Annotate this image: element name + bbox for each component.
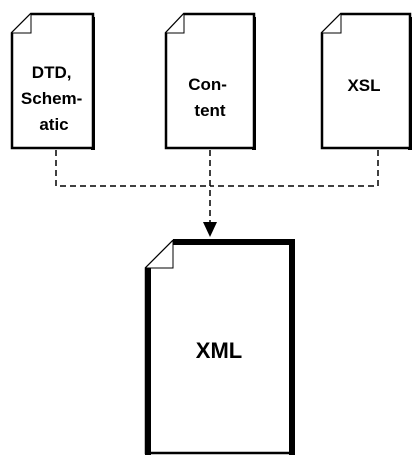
connector-dtd <box>55 150 210 187</box>
document-dtd-label-line-3: atic <box>39 115 68 134</box>
connectors <box>55 150 379 237</box>
document-dtd-schematic: DTD, Schem- atic <box>10 12 95 150</box>
document-dtd-label-line-2: Schem- <box>21 89 82 108</box>
document-dtd-label-line-1: DTD, <box>32 63 72 82</box>
document-xml-shadow-top <box>173 239 295 245</box>
document-xml-shadow-right <box>289 239 295 455</box>
document-xml: XML <box>144 239 295 455</box>
document-content-fold <box>166 14 185 34</box>
document-content-label-line-1: Con- <box>188 75 227 94</box>
arrow-down-icon <box>203 222 217 237</box>
document-xml-shadow-left <box>145 268 151 455</box>
document-xsl-label-line-1: XSL <box>347 76 380 95</box>
document-dtd-label: DTD, Schem- atic <box>21 63 87 134</box>
document-xml-fold <box>146 241 174 269</box>
document-xsl-fold <box>322 14 342 34</box>
document-xml-label: XML <box>196 338 242 363</box>
document-content-label-line-2: tent <box>194 101 226 120</box>
document-xml-label-line-1: XML <box>196 338 242 363</box>
document-content-label: Con- tent <box>188 75 231 120</box>
document-dtd-fold <box>12 14 32 34</box>
document-xsl-page <box>320 12 412 150</box>
document-xsl-label: XSL <box>347 76 380 95</box>
connector-xsl <box>210 150 379 187</box>
document-xsl: XSL <box>320 12 412 150</box>
document-content: Con- tent <box>164 12 256 150</box>
